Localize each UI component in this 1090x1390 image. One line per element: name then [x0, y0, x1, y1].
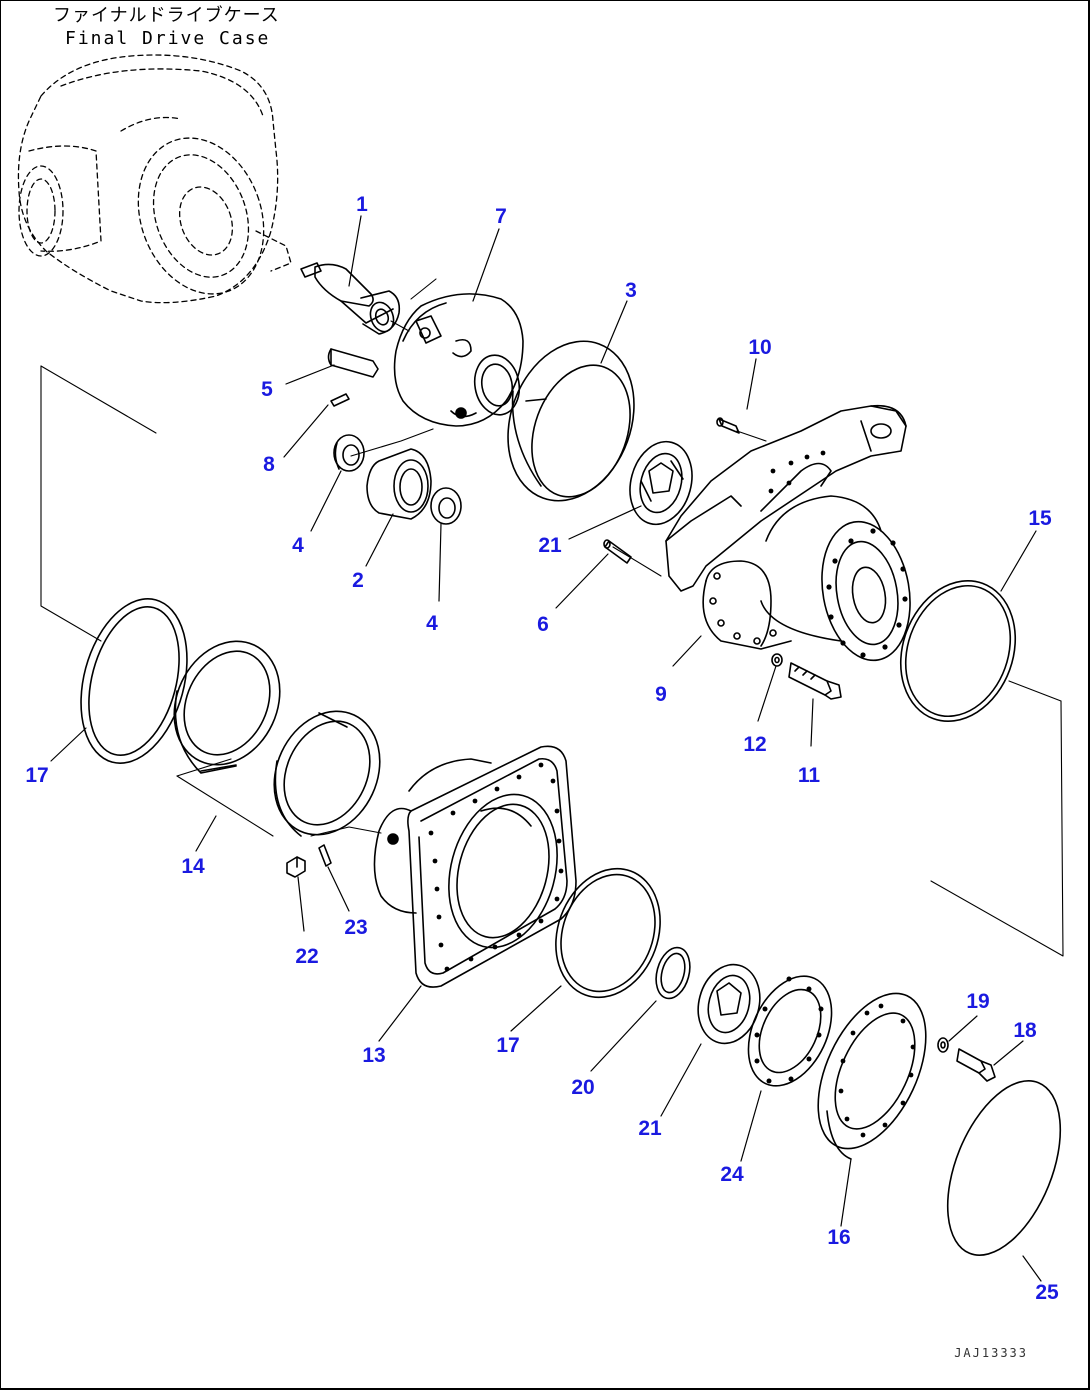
final-drive-case-label-jp: ファイナルドライブケース [53, 5, 280, 26]
callout-4-right: 4 [426, 612, 438, 635]
callout-1: 1 [356, 193, 368, 216]
callout-8: 8 [263, 453, 275, 476]
callout-18: 18 [1013, 1019, 1037, 1042]
part-17-shim-right [555, 867, 661, 999]
callout-4-left: 4 [292, 534, 304, 557]
part-14-bushing-b [273, 710, 381, 837]
drawing-code: JAJ13333 [954, 1346, 1028, 1360]
callout-17-left: 17 [25, 764, 49, 787]
part-21-bearing-upper [629, 440, 693, 526]
part-19-washer [937, 1037, 949, 1053]
callout-15: 15 [1028, 507, 1052, 530]
part-25-cover-disk [946, 1080, 1062, 1256]
callout-17-right: 17 [496, 1034, 520, 1057]
callout-21-lower: 21 [638, 1117, 662, 1140]
part-24-spacer [747, 975, 833, 1087]
part-16-cap-plate [817, 992, 927, 1160]
final-drive-case-phantom [17, 54, 292, 304]
part-17-shim-left [80, 598, 188, 764]
part-22-grease-fitting [286, 856, 306, 878]
callout-6: 6 [537, 613, 549, 636]
callout-23: 23 [344, 916, 368, 939]
callout-10: 10 [748, 336, 772, 359]
callout-3: 3 [625, 279, 637, 302]
callout-22: 22 [295, 945, 319, 968]
callout-24: 24 [720, 1163, 744, 1186]
reference-lines [40, 278, 1064, 957]
leader-lines [50, 215, 1042, 1282]
callout-21-upper: 21 [538, 534, 562, 557]
part-6-pin [603, 539, 632, 564]
part-5-pin [327, 348, 379, 378]
callout-19: 19 [966, 990, 990, 1013]
part-3-ring [507, 340, 635, 502]
callout-13: 13 [362, 1044, 386, 1067]
part-10-pin [716, 417, 740, 434]
part-1-shaft [300, 262, 401, 335]
part-23-pin [318, 844, 332, 867]
part-8-pin [330, 393, 350, 407]
part-14-bushing-a [173, 640, 281, 774]
part-11-bolt [788, 662, 842, 700]
callout-7: 7 [495, 205, 507, 228]
part-18-bolt [956, 1048, 996, 1082]
part-15-o-ring [899, 579, 1017, 723]
callout-20: 20 [571, 1076, 595, 1099]
callout-2: 2 [352, 569, 364, 592]
callout-5: 5 [261, 378, 273, 401]
part-2-bushing [366, 448, 432, 520]
callout-25: 25 [1035, 1281, 1059, 1304]
callout-14: 14 [181, 855, 205, 878]
part-13-housing [373, 745, 577, 988]
callout-9: 9 [655, 683, 667, 706]
callout-12: 12 [743, 733, 767, 756]
part-9-knuckle [665, 404, 911, 662]
callout-16: 16 [827, 1226, 851, 1249]
callout-11: 11 [797, 764, 821, 787]
part-20-seal [655, 946, 691, 1000]
part-12-washer [771, 653, 783, 667]
part-7-carrier [393, 293, 524, 427]
final-drive-case-label-en: Final Drive Case [65, 28, 271, 49]
part-4-bearing-b [430, 487, 462, 525]
part-4-bearing-a [333, 434, 365, 472]
